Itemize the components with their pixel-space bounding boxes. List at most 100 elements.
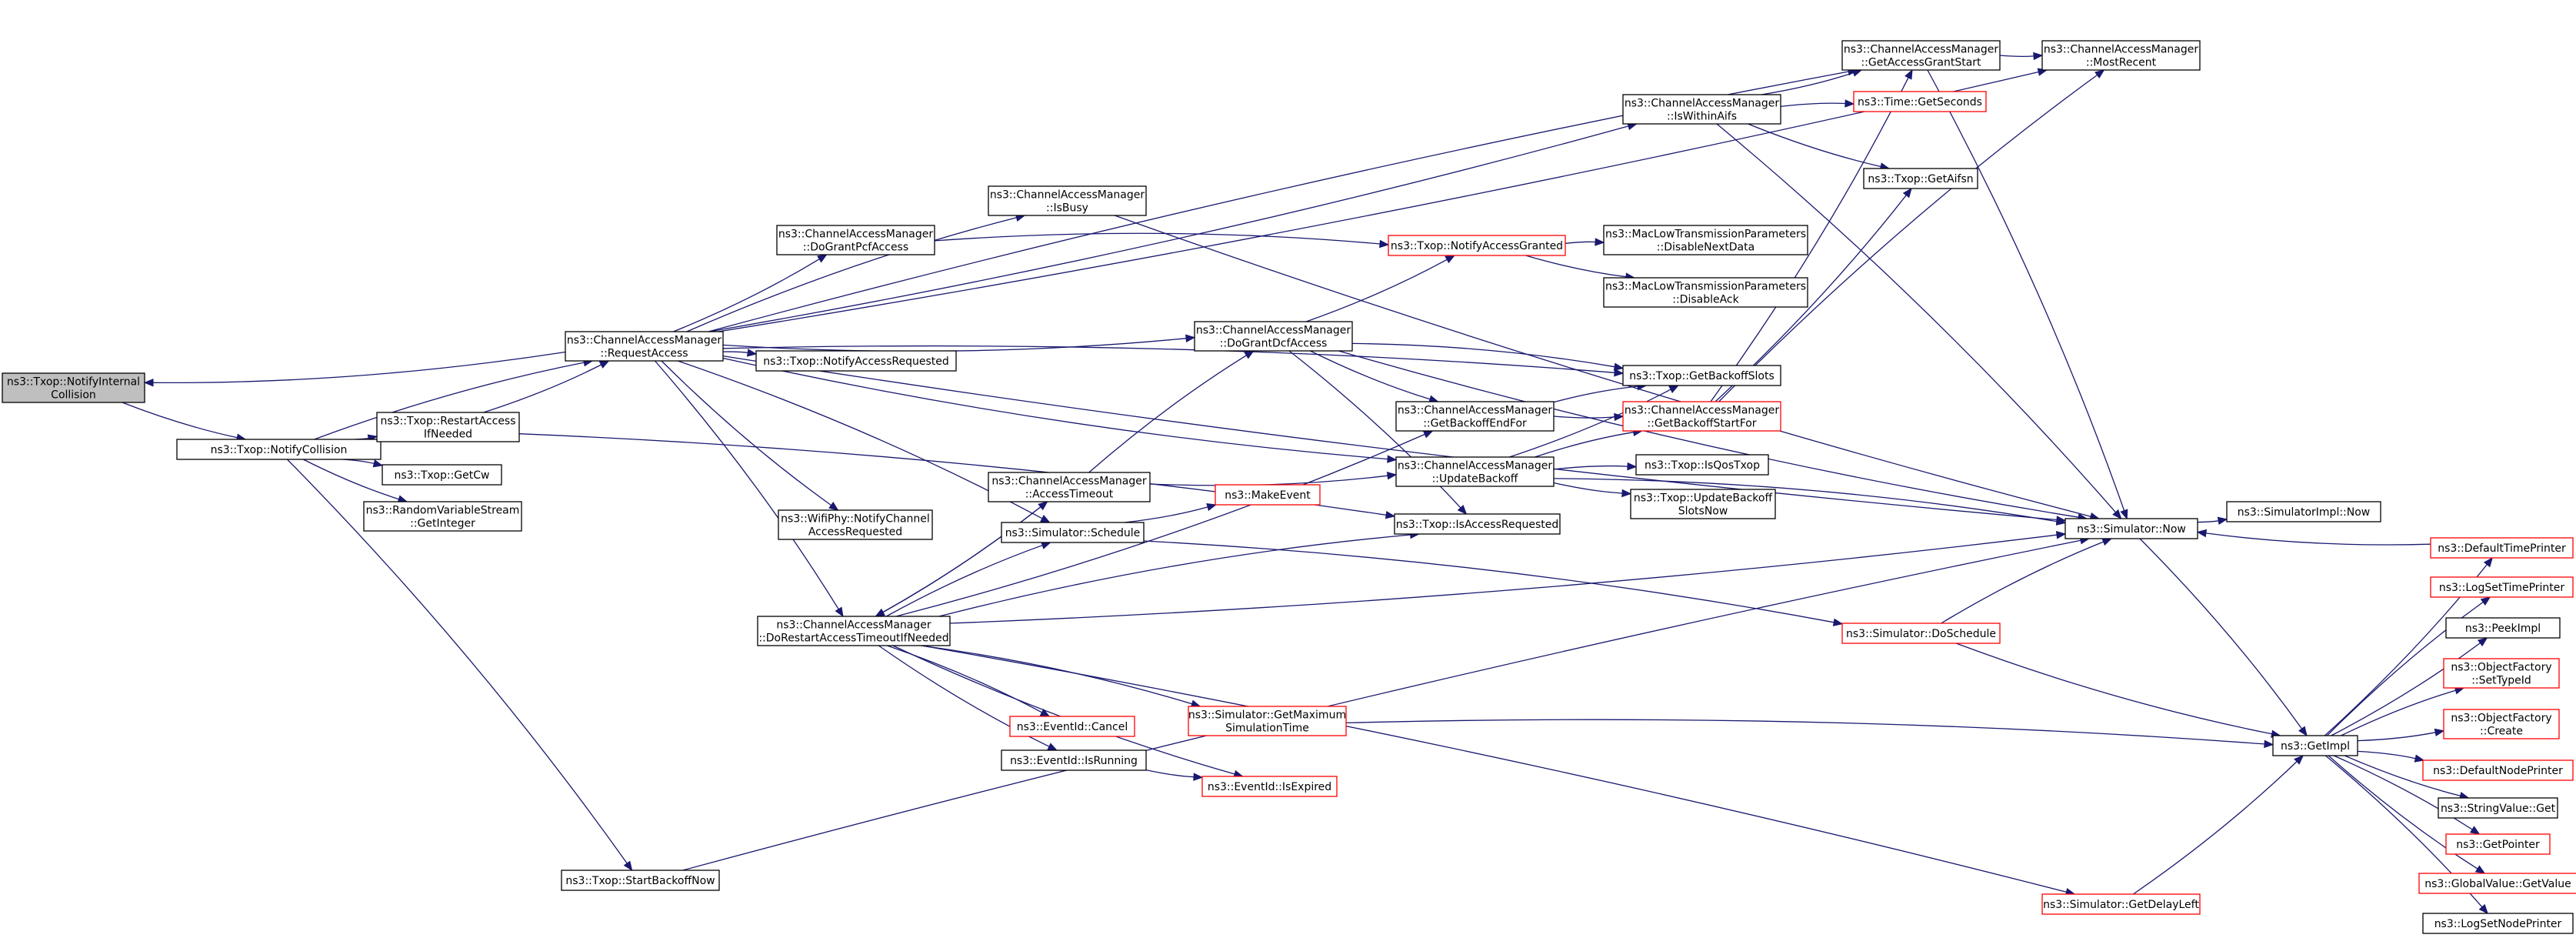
edge-n13-to-n16 [921, 645, 1201, 708]
node-box [2064, 518, 2198, 539]
graph-node-n48[interactable]: ns3::GlobalValue::GetValue [2418, 873, 2576, 894]
edge-line [686, 217, 1017, 332]
graph-node-n30[interactable]: ns3::MacLowTransmissionParameters::Disab… [1603, 277, 1808, 308]
edge-line [1535, 432, 1634, 458]
graph-node-n19[interactable]: ns3::ChannelAccessManager::DoGrantDcfAcc… [1194, 321, 1353, 352]
edge-arrowhead [2480, 596, 2491, 606]
node-label-line: ns3::GetPointer [2456, 839, 2540, 851]
edge-line [1124, 506, 1208, 523]
node-label-line: ns3::ChannelAccessManager [567, 335, 722, 347]
node-label-line: ns3::Txop::RestartAccess [380, 416, 515, 428]
edge-n2-to-n26 [718, 68, 2048, 332]
node-label-line: ns3::Txop::GetBackoffSlots [1629, 370, 1775, 382]
graph-node-n27[interactable]: ns3::Time::GetSeconds [1853, 91, 1987, 112]
node-box [376, 412, 520, 442]
graph-node-n39[interactable]: ns3::Simulator::GetDelayLeft [2041, 893, 2201, 915]
graph-node-n24[interactable]: ns3::ChannelAccessManager::IsWithinAifs [1622, 94, 1781, 125]
graph-node-n31[interactable]: ns3::Txop::GetBackoffSlots [1622, 365, 1781, 386]
edge-arrowhead [2474, 865, 2486, 874]
node-label-line: ns3::ChannelAccessManager [1398, 405, 1553, 417]
graph-node-n2[interactable]: ns3::ChannelAccessManager::RequestAccess [565, 331, 724, 362]
edge-line [1088, 355, 1247, 473]
node-label-line: ::DoRestartAccessTimeoutIfNeeded [758, 633, 948, 645]
graph-node-n47[interactable]: ns3::GetPointer [2445, 833, 2551, 855]
graph-node-n23[interactable]: ns3::Txop::IsAccessRequested [1394, 513, 1561, 535]
graph-node-n45[interactable]: ns3::DefaultNodePrinter [2422, 759, 2574, 781]
graph-node-n21[interactable]: ns3::ChannelAccessManager::GetBackoffEnd… [1395, 401, 1555, 432]
graph-node-n13[interactable]: ns3::ChannelAccessManager::DoRestartAcce… [757, 616, 951, 646]
graph-node-n1[interactable]: ns3::Txop::NotifyCollision [176, 439, 382, 460]
graph-node-n28[interactable]: ns3::Txop::GetAifsn [1863, 168, 1978, 189]
edge-n37-to-n38 [1955, 643, 2281, 738]
graph-node-n36[interactable]: ns3::SimulatorImpl::Now [2226, 501, 2381, 522]
node-label-line: ns3::ChannelAccessManager [991, 476, 1147, 488]
edge-line [718, 71, 2039, 332]
edge-line [2328, 755, 2478, 870]
graph-node-n17[interactable]: ns3::EventId::IsExpired [1201, 776, 1338, 797]
graph-node-n49[interactable]: ns3::LogSetNodePrinter [2422, 913, 2574, 934]
edge-arrowhead [1613, 362, 1625, 371]
edge-arrowhead [1614, 369, 1625, 377]
edge-line [2333, 755, 2473, 830]
graph-node-n44[interactable]: ns3::ObjectFactory::Create [2443, 709, 2560, 739]
graph-node-n14[interactable]: ns3::EventId::Cancel [1009, 716, 1135, 737]
graph-node-n37[interactable]: ns3::Simulator::DoSchedule [1841, 623, 2001, 644]
graph-node-n6[interactable]: ns3::Txop::StartBackoffNow [561, 870, 720, 891]
edge-arrowhead [835, 606, 844, 618]
graph-node-n32[interactable]: ns3::ChannelAccessManager::GetBackoffSta… [1622, 401, 1781, 432]
edge-arrowhead [746, 349, 758, 357]
graph-node-n41[interactable]: ns3::LogSetTimePrinter [2430, 576, 2574, 598]
edge-arrowhead [2434, 728, 2445, 737]
node-label-line: ns3::Txop::NotifyCollision [211, 444, 348, 456]
edge-n38-to-n41 [2326, 596, 2491, 736]
graph-node-n35[interactable]: ns3::Simulator::Now [2064, 518, 2198, 539]
graph-node-n33[interactable]: ns3::Txop::IsQosTxop [1635, 454, 1769, 476]
edge-line [1149, 475, 1388, 486]
edge-line [875, 506, 1041, 617]
edge-arrowhead [1386, 472, 1398, 480]
edge-line [949, 534, 2058, 624]
edge-n38-to-n48 [2328, 755, 2486, 874]
node-box [2272, 735, 2358, 756]
graph-node-n5[interactable]: ns3::RandomVariableStream::GetInteger [363, 501, 522, 532]
graph-node-n43[interactable]: ns3::ObjectFactory::SetTypeId [2443, 658, 2560, 689]
graph-node-n9[interactable]: ns3::Txop::NotifyAccessRequested [755, 350, 957, 372]
edge-arrowhead [2196, 529, 2208, 538]
node-box [1841, 40, 2001, 71]
graph-node-n11[interactable]: ns3::Simulator::Schedule [1001, 522, 1145, 543]
graph-node-n18[interactable]: ns3::MakeEvent [1215, 484, 1321, 506]
graph-node-n40[interactable]: ns3::DefaultTimePrinter [2430, 537, 2574, 559]
graph-node-n7[interactable]: ns3::ChannelAccessManager::DoGrantPcfAcc… [776, 225, 935, 255]
graph-node-n8[interactable]: ns3::ChannelAccessManager::IsBusy [988, 185, 1147, 216]
edge-n24-to-n27 [1780, 99, 1855, 108]
edge-n32-to-n26 [1718, 69, 2105, 402]
edge-n20-to-n29 [1565, 238, 1605, 246]
edge-arrowhead [598, 360, 610, 369]
graph-node-n38[interactable]: ns3::GetImpl [2272, 735, 2358, 756]
edge-n13-to-n11 [885, 541, 1051, 617]
graph-node-n46[interactable]: ns3::StringValue::Get [2438, 797, 2558, 819]
edge-line [342, 459, 375, 465]
node-box [755, 350, 957, 372]
node-box [176, 439, 382, 460]
graph-node-n22[interactable]: ns3::ChannelAccessManager::UpdateBackoff [1395, 456, 1555, 487]
graph-node-n12[interactable]: ns3::WifiPhy::NotifyChannelAccessRequest… [778, 509, 933, 540]
node-label-line: ns3::EventId::IsExpired [1208, 781, 1331, 793]
graph-node-n20[interactable]: ns3::Txop::NotifyAccessGranted [1388, 235, 1566, 256]
graph-node-n26[interactable]: ns3::ChannelAccessManager::MostRecent [2041, 40, 2201, 71]
edge-line [1553, 416, 1615, 419]
edge-n38-to-n42 [2331, 637, 2488, 736]
graph-node-n29[interactable]: ns3::MacLowTransmissionParameters::Disab… [1603, 225, 1808, 255]
edge-n38-to-n45 [2357, 750, 2425, 763]
graph-node-n25[interactable]: ns3::ChannelAccessManager::GetAccessGran… [1841, 40, 2001, 71]
edge-line [286, 459, 628, 864]
edge-line [2357, 750, 2416, 759]
graph-node-n10[interactable]: ns3::ChannelAccessManager::AccessTimeout [988, 472, 1151, 502]
graph-node-n15[interactable]: ns3::EventId::IsRunning [1001, 749, 1147, 771]
graph-node-n42[interactable]: ns3::PeekImpl [2445, 617, 2561, 639]
node-box [778, 509, 933, 540]
graph-node-n4[interactable]: ns3::Txop::GetCw [382, 464, 502, 486]
